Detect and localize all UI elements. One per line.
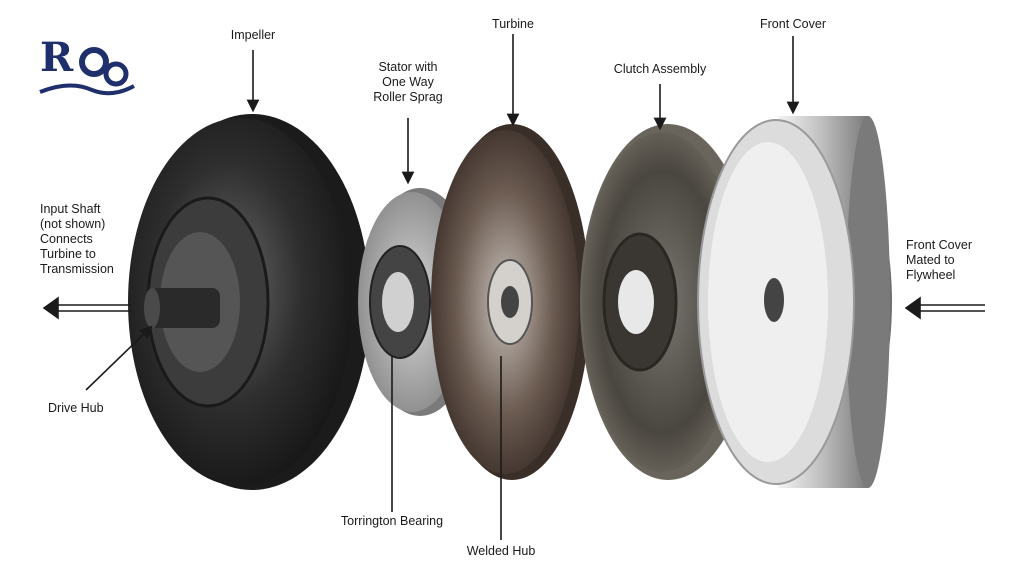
label-input-shaft: Input Shaft (not shown) Connects Turbine… (40, 202, 114, 276)
impeller-part (128, 114, 370, 490)
front-cover-arrow (904, 296, 985, 320)
label-turbine: Turbine (492, 17, 534, 31)
front-cover-part (697, 116, 892, 488)
label-front-cover: Front Cover (760, 17, 826, 31)
label-drive-hub: Drive Hub (48, 401, 104, 415)
label-impeller: Impeller (230, 28, 276, 42)
logo-text: R (40, 34, 74, 81)
label-welded-hub: Welded Hub (466, 544, 536, 558)
label-clutch-assembly: Clutch Assembly (613, 62, 707, 76)
turbine-part (431, 124, 590, 480)
label-torrington-bearing: Torrington Bearing (340, 514, 444, 528)
logo-gear-icon (39, 47, 135, 96)
input-shaft-arrow (42, 296, 132, 320)
label-stator: Stator with One Way Roller Sprag (373, 60, 443, 104)
label-front-cover-mated: Front Cover Mated to Flywheel (906, 238, 972, 282)
leader-lines (85, 34, 800, 540)
